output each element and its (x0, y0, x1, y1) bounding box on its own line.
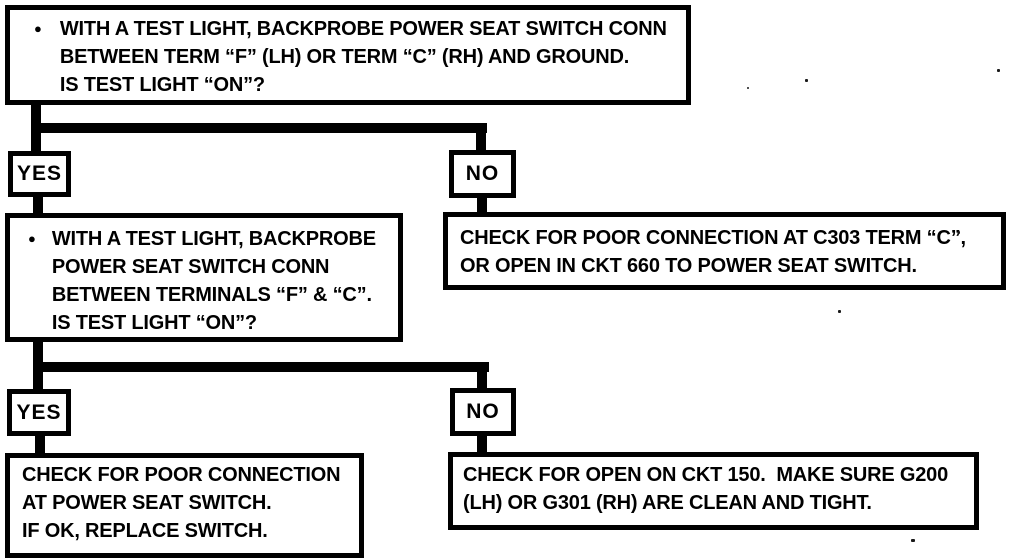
scan-speck (747, 87, 749, 89)
text-line: POWER SEAT SWITCH CONN (51, 256, 330, 278)
branch1-no-box: NO (449, 150, 516, 198)
no-label: NO (466, 400, 500, 423)
text-line: IS TEST LIGHT “ON”? (59, 74, 265, 96)
branch1-yes-box: YES (8, 151, 71, 197)
text-line: WITH A TEST LIGHT, BACKPROBE (51, 228, 376, 250)
connector-no1-to-result (477, 196, 487, 213)
scan-speck (997, 69, 1000, 72)
text-line: WITH A TEST LIGHT, BACKPROBE POWER SEAT … (59, 18, 667, 40)
step1-question-text: WITH A TEST LIGHT, BACKPROBE POWER SEAT … (60, 15, 667, 99)
yes-label: YES (16, 400, 62, 424)
bullet-icon: ● (28, 231, 36, 246)
result-no1-box: CHECK FOR POOR CONNECTION AT C303 TERM “… (443, 212, 1006, 290)
text-line: OR OPEN IN CKT 660 TO POWER SEAT SWITCH. (460, 255, 917, 277)
connector-branch2-to-no2 (477, 362, 487, 389)
connector-no2-to-result (477, 434, 487, 453)
result-no2-box: CHECK FOR OPEN ON CKT 150. MAKE SURE G20… (448, 452, 979, 530)
scan-speck (958, 231, 960, 234)
text-line: CHECK FOR POOR CONNECTION AT C303 TERM “… (460, 227, 966, 249)
branch2-no-box: NO (450, 388, 516, 436)
result-yes2-text: CHECK FOR POOR CONNECTION AT POWER SEAT … (22, 461, 351, 545)
step2-question-text: WITH A TEST LIGHT, BACKPROBE POWER SEAT … (52, 225, 376, 337)
text-line: CHECK FOR OPEN ON CKT 150. MAKE SURE G20… (463, 464, 949, 486)
step2-question-box: ● WITH A TEST LIGHT, BACKPROBE POWER SEA… (5, 213, 403, 342)
scan-speck (805, 79, 808, 82)
yes-label: YES (16, 162, 63, 185)
text-line: BETWEEN TERM “F” (LH) OR TERM “C” (RH) A… (59, 46, 630, 68)
scan-speck (838, 310, 841, 313)
result-no2-text: CHECK FOR OPEN ON CKT 150. MAKE SURE G20… (463, 461, 966, 517)
bullet-icon: ● (34, 21, 42, 36)
connector-yes1-to-step2 (33, 195, 43, 214)
text-line: AT POWER SEAT SWITCH. (22, 492, 272, 514)
scan-speck (911, 539, 915, 542)
result-yes2-box: CHECK FOR POOR CONNECTION AT POWER SEAT … (5, 453, 364, 558)
text-line: (LH) OR G301 (RH) ARE CLEAN AND TIGHT. (463, 492, 872, 514)
connector-branch1-to-no1 (476, 123, 486, 152)
connector-branch2-horizontal (33, 362, 489, 372)
connector-branch1-horizontal (31, 123, 487, 133)
step1-question-box: ● WITH A TEST LIGHT, BACKPROBE POWER SEA… (5, 5, 691, 105)
branch2-yes-box: YES (7, 389, 71, 436)
text-line: IF OK, REPLACE SWITCH. (22, 520, 268, 542)
text-line: CHECK FOR POOR CONNECTION (22, 464, 341, 486)
text-line: BETWEEN TERMINALS “F” & “C”. (51, 284, 372, 306)
text-line: IS TEST LIGHT “ON”? (51, 312, 257, 334)
result-no1-text: CHECK FOR POOR CONNECTION AT C303 TERM “… (460, 224, 993, 280)
connector-yes2-to-result (35, 434, 45, 454)
no-label: NO (465, 162, 500, 185)
